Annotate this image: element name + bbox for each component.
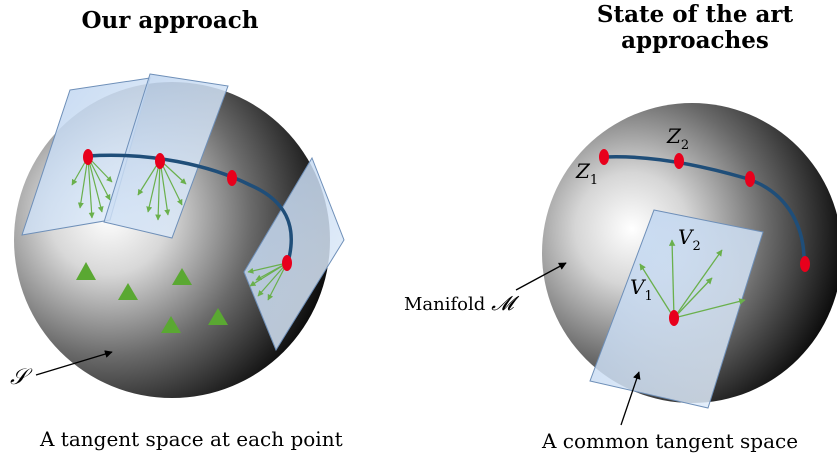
- curve-point-3: [227, 170, 237, 186]
- triangle-2: [172, 268, 192, 285]
- right-curve: [603, 154, 806, 265]
- triangle-3: [118, 283, 138, 300]
- left-sphere-group: 𝒮: [10, 73, 345, 398]
- triangle-4: [208, 308, 228, 325]
- triangle-5: [161, 316, 181, 333]
- set-s-arrow: [35, 350, 113, 376]
- curve-point-2: [155, 153, 165, 169]
- v2-label: V2: [678, 225, 701, 254]
- set-s-triangles: [76, 262, 228, 333]
- common-tangent-plane: [589, 209, 764, 409]
- set-s-label: 𝒮: [10, 365, 33, 390]
- curve-point-1: [83, 149, 93, 165]
- triangle-1: [76, 262, 96, 280]
- common-tangent-arrow: [620, 371, 641, 426]
- v1-label: V1: [630, 275, 653, 304]
- right-title-line1: State of the art: [596, 1, 794, 28]
- z2-label: Z2: [666, 124, 689, 153]
- left-panel-title: Our approach: [81, 7, 259, 34]
- right-panel-title: State of the art approaches: [555, 2, 835, 54]
- base-point: [669, 310, 679, 326]
- tangent-plane-3: [243, 156, 345, 352]
- left-curve: [87, 153, 293, 263]
- z1-label: Z1: [575, 159, 598, 188]
- z2-point: [674, 153, 684, 169]
- common-tangent-vectors: [639, 239, 746, 319]
- curve-point-4: [282, 255, 292, 271]
- z1-point: [599, 149, 609, 165]
- curve-point-3-right: [745, 171, 755, 187]
- right-title-line2: approaches: [621, 27, 769, 54]
- tangent-plane-2: [103, 73, 229, 239]
- curve-point-4-right: [800, 256, 810, 272]
- manifold-arrow: [515, 262, 567, 291]
- left-panel-caption: A tangent space at each point: [40, 427, 343, 451]
- right-panel-caption: A common tangent space: [542, 429, 799, 453]
